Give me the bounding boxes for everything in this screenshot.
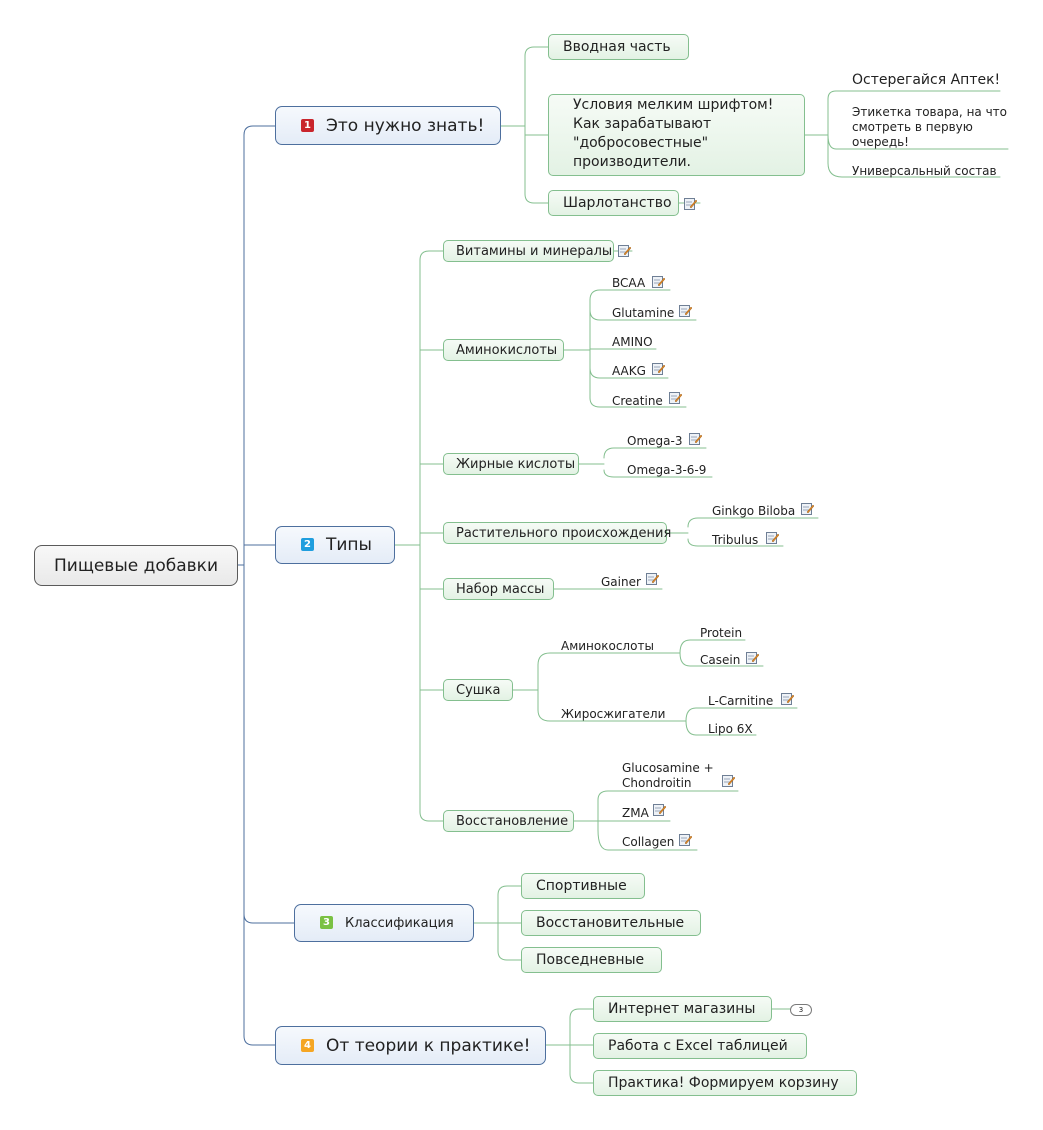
note-pencil-icon[interactable] <box>684 197 697 210</box>
topic-types-label: Типы <box>326 535 372 555</box>
subtopic-amino-label: Аминокислоты <box>456 342 558 358</box>
leaf-zma[interactable]: ZMA <box>622 806 649 820</box>
note-pencil-icon[interactable] <box>652 275 665 288</box>
subtopic-intro[interactable]: Вводная часть <box>548 34 689 60</box>
note-pencil-icon[interactable] <box>689 432 702 445</box>
leaf-glucosamine[interactable]: Glucosamine + Chondroitin <box>622 761 714 790</box>
subtopic-cutting[interactable]: Сушка <box>443 679 513 701</box>
subtopic-fine-print[interactable]: Условия мелким шрифтом! Как зарабатывают… <box>548 94 805 176</box>
leaf-lipo6x[interactable]: Lipo 6X <box>708 722 753 736</box>
leaf-omega369[interactable]: Omega-3-6-9 <box>627 463 707 477</box>
subtopic-amino[interactable]: Аминокислоты <box>443 339 564 361</box>
subtopic-sport[interactable]: Спортивные <box>521 873 645 899</box>
subtopic-intro-label: Вводная часть <box>563 39 671 55</box>
leaf-omega3[interactable]: Omega-3 <box>627 434 683 448</box>
leaf-aakg[interactable]: AAKG <box>612 364 646 378</box>
leaf-universal[interactable]: Универсальный состав <box>852 164 997 178</box>
subtopic-mass-gain-label: Набор массы <box>456 581 545 597</box>
subtopic-recovery-label: Восстановление <box>456 813 569 829</box>
note-pencil-icon[interactable] <box>746 651 759 664</box>
topic-types[interactable]: 2 Типы <box>275 526 395 564</box>
subtopic-basket[interactable]: Практика! Формируем корзину <box>593 1070 857 1096</box>
subtopic-fatty-acids-label: Жирные кислоты <box>456 456 576 472</box>
note-pencil-icon[interactable] <box>646 572 659 585</box>
leaf-casein[interactable]: Casein <box>700 653 741 667</box>
note-pencil-icon[interactable] <box>618 244 631 257</box>
subtopic-excel-label: Работа с Excel таблицей <box>608 1038 788 1054</box>
priority-2-icon: 2 <box>301 538 314 551</box>
leaf-collagen[interactable]: Collagen <box>622 835 675 849</box>
subtopic-plant[interactable]: Растительного происхождения <box>443 522 671 544</box>
subtopic-everyday[interactable]: Повседневные <box>521 947 662 973</box>
leaf-label-check[interactable]: Этикетка товара, на что смотреть в перву… <box>852 105 1007 149</box>
leaf-fat-burners[interactable]: Жиросжигатели <box>561 707 666 721</box>
leaf-bcaa[interactable]: BCAA <box>612 276 646 290</box>
note-pencil-icon[interactable] <box>653 803 666 816</box>
leaf-ginkgo[interactable]: Ginkgo Biloba <box>712 504 796 518</box>
leaf-l-carnitine[interactable]: L-Carnitine <box>708 694 774 708</box>
subtopic-mass-gain[interactable]: Набор массы <box>443 578 554 600</box>
subtopic-restorative-label: Восстановительные <box>536 915 685 931</box>
note-pencil-icon[interactable] <box>669 391 682 404</box>
subtopic-fatty-acids[interactable]: Жирные кислоты <box>443 453 579 475</box>
collapsed-children-count[interactable]: 3 <box>790 1004 812 1016</box>
leaf-protein[interactable]: Protein <box>700 626 743 640</box>
note-pencil-icon[interactable] <box>652 362 665 375</box>
central-topic-label: Пищевые добавки <box>54 555 218 576</box>
note-pencil-icon[interactable] <box>679 833 692 846</box>
subtopic-excel[interactable]: Работа с Excel таблицей <box>593 1033 807 1059</box>
subtopic-charlatanism[interactable]: Шарлотанство <box>548 190 679 216</box>
topic-classification[interactable]: 3 Классификация <box>294 904 474 942</box>
subtopic-charlatanism-label: Шарлотанство <box>563 195 672 211</box>
leaf-creatine[interactable]: Creatine <box>612 394 663 408</box>
subtopic-plant-label: Растительного происхождения <box>456 525 672 541</box>
priority-4-icon: 4 <box>301 1038 314 1052</box>
subtopic-cutting-label: Сушка <box>456 682 501 698</box>
subtopic-recovery[interactable]: Восстановление <box>443 810 574 832</box>
leaf-tribulus[interactable]: Tribulus <box>712 533 759 547</box>
priority-1-icon: 1 <box>301 118 314 132</box>
subtopic-basket-label: Практика! Формируем корзину <box>608 1075 839 1091</box>
topic-must-know[interactable]: 1 Это нужно знать! <box>275 106 501 145</box>
subtopic-vitamins-label: Витамины и минералы <box>456 243 613 259</box>
note-pencil-icon[interactable] <box>679 304 692 317</box>
subtopic-fine-print-label: Условия мелким шрифтом! Как зарабатывают… <box>573 97 774 170</box>
leaf-amino-group[interactable]: Аминокослоты <box>561 639 654 653</box>
leaf-gainer[interactable]: Gainer <box>601 575 641 589</box>
leaf-pharmacy[interactable]: Остерегайся Аптек! <box>852 72 1001 88</box>
central-topic[interactable]: Пищевые добавки <box>34 545 238 586</box>
note-pencil-icon[interactable] <box>722 774 735 787</box>
note-pencil-icon[interactable] <box>766 531 779 544</box>
topic-must-know-label: Это нужно знать! <box>326 115 485 136</box>
topic-classification-label: Классификация <box>345 915 454 931</box>
note-pencil-icon[interactable] <box>801 502 814 515</box>
subtopic-vitamins[interactable]: Витамины и минералы <box>443 240 614 262</box>
topic-practice[interactable]: 4 От теории к практике! <box>275 1026 546 1065</box>
note-pencil-icon[interactable] <box>781 692 794 705</box>
leaf-amino[interactable]: AMINO <box>612 335 653 349</box>
subtopic-sport-label: Спортивные <box>536 878 627 894</box>
topic-practice-label: От теории к практике! <box>326 1035 531 1056</box>
leaf-glutamine[interactable]: Glutamine <box>612 306 675 320</box>
priority-3-icon: 3 <box>320 916 333 929</box>
subtopic-everyday-label: Повседневные <box>536 952 645 968</box>
subtopic-restorative[interactable]: Восстановительные <box>521 910 701 936</box>
subtopic-online-stores-label: Интернет магазины <box>608 1001 756 1017</box>
subtopic-online-stores[interactable]: Интернет магазины <box>593 996 772 1022</box>
